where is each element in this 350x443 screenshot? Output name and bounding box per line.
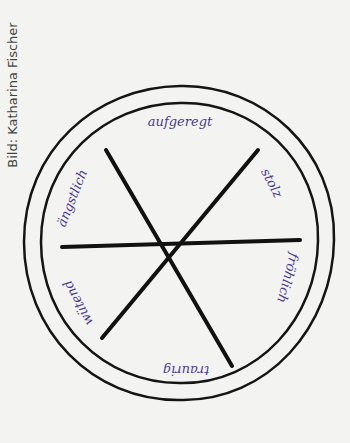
photo-credit: Bild: Katharina Fischer <box>5 22 20 167</box>
inner-circle <box>41 103 318 383</box>
outer-circle <box>24 86 334 400</box>
emotion-label: aufgeregt <box>148 114 212 129</box>
emotion-label: fröhlich <box>274 251 302 304</box>
emotion-label: wütend <box>60 278 96 328</box>
emotion-label: ängstlich <box>54 167 91 229</box>
emotion-label: stolz <box>258 166 286 200</box>
divider-line <box>102 150 258 338</box>
emotion-label: traurig <box>163 363 209 378</box>
